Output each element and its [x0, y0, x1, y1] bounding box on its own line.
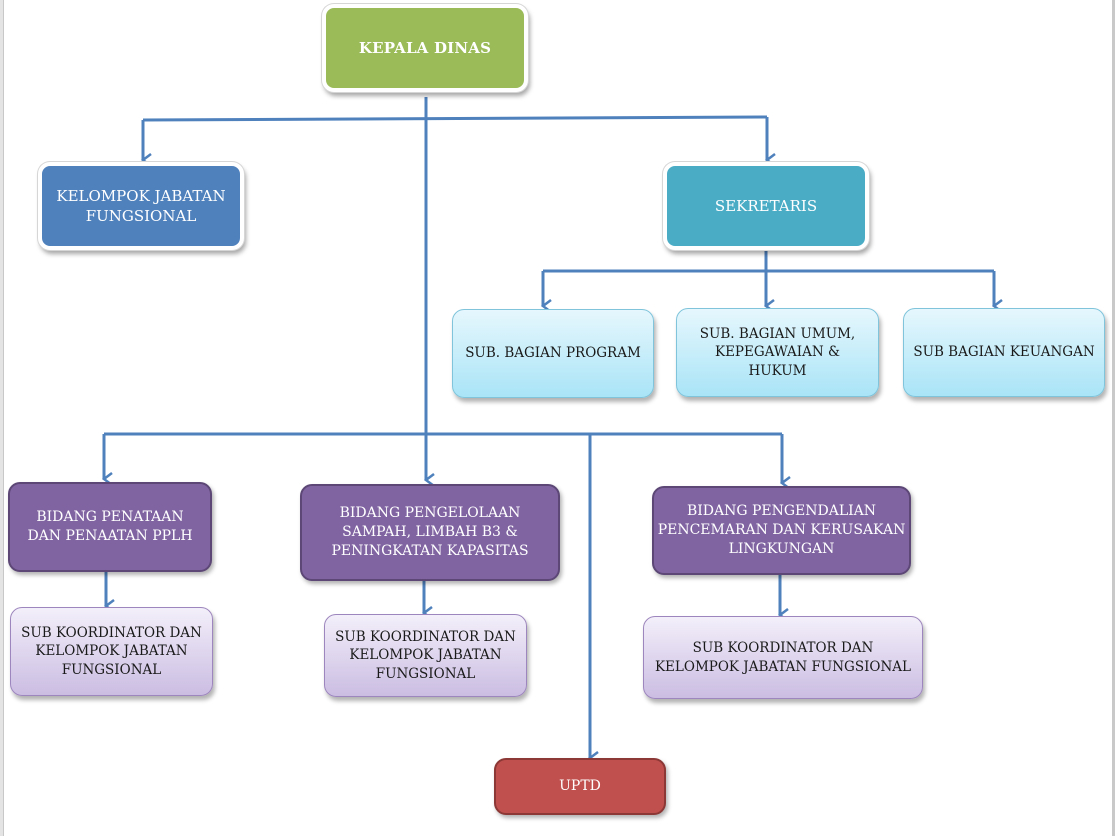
- node-label: BIDANG PENATAAN DAN PENAATAN PPLH: [27, 509, 193, 544]
- node-label: SUB KOORDINATOR DAN KELOMPOK JABATAN FUN…: [335, 629, 516, 682]
- node-label: SUB KOORDINATOR DAN KELOMPOK JABATAN FUN…: [654, 640, 912, 675]
- page-border-left: [0, 0, 4, 836]
- node-label: UPTD: [559, 778, 601, 795]
- node-label: KELOMPOK JABATAN FUNGSIONAL: [56, 186, 226, 225]
- page-border-right: [1112, 0, 1115, 836]
- node-sub-koordinator-3: SUB KOORDINATOR DAN KELOMPOK JABATAN FUN…: [643, 616, 923, 699]
- node-sub-bagian-program: SUB. BAGIAN PROGRAM: [452, 309, 654, 398]
- node-label: BIDANG PENGELOLAAN SAMPAH, LIMBAH B3 & P…: [331, 505, 529, 559]
- node-sub-bagian-keuangan: SUB BAGIAN KEUANGAN: [903, 308, 1105, 397]
- node-kepala-dinas: KEPALA DINAS: [322, 4, 528, 92]
- node-sub-koordinator-1: SUB KOORDINATOR DAN KELOMPOK JABATAN FUN…: [10, 607, 213, 696]
- node-sekretaris: SEKRETARIS: [663, 162, 869, 250]
- node-bidang-pengelolaan: BIDANG PENGELOLAAN SAMPAH, LIMBAH B3 & P…: [300, 484, 560, 581]
- node-label: SUB. BAGIAN PROGRAM: [465, 345, 641, 362]
- node-label: BIDANG PENGENDALIAN PENCEMARAN DAN KERUS…: [657, 503, 906, 557]
- node-label: SEKRETARIS: [714, 196, 818, 215]
- node-label: SUB. BAGIAN UMUM, KEPEGAWAIAN & HUKUM: [699, 326, 856, 379]
- node-kelompok-jabatan-fungsional: KELOMPOK JABATAN FUNGSIONAL: [38, 162, 244, 250]
- node-bidang-pengendalian: BIDANG PENGENDALIAN PENCEMARAN DAN KERUS…: [652, 486, 911, 575]
- node-sub-bagian-umum: SUB. BAGIAN UMUM, KEPEGAWAIAN & HUKUM: [676, 308, 879, 397]
- node-bidang-penataan: BIDANG PENATAAN DAN PENAATAN PPLH: [8, 482, 212, 572]
- node-sub-koordinator-2: SUB KOORDINATOR DAN KELOMPOK JABATAN FUN…: [324, 614, 527, 697]
- node-label: SUB KOORDINATOR DAN KELOMPOK JABATAN FUN…: [21, 625, 202, 678]
- node-uptd: UPTD: [494, 758, 666, 815]
- node-label: KEPALA DINAS: [358, 38, 492, 57]
- node-label: SUB BAGIAN KEUANGAN: [913, 344, 1095, 361]
- edge-top-bar: [142, 115, 768, 122]
